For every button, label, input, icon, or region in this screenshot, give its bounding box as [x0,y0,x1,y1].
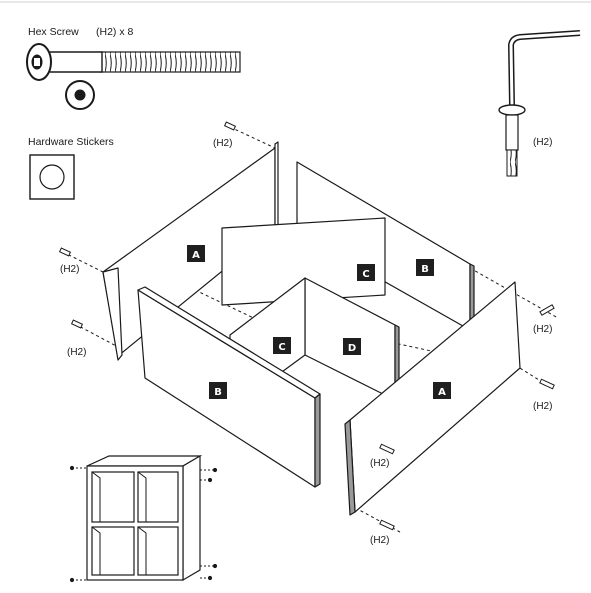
divider-center-back [221,217,386,306]
tag-divider-right: D [348,343,356,354]
panel-tags: A B C C D B A [187,245,451,399]
stickers-title: Hardware Stickers [28,136,114,148]
callout-top-left: (H2) [213,138,232,149]
vertical-screw-icon [498,104,526,177]
hex-screw-icon [26,43,241,81]
sticker-icon [29,154,75,200]
tag-center-front: C [278,342,285,353]
washer-icon [65,80,95,110]
allen-key-callout: (H2) [533,137,552,148]
tag-front-right: A [438,387,446,398]
panel-left-edge [102,267,123,361]
screw-markers [58,121,555,531]
cube-preview-icon [69,454,218,583]
callout-bottom-b: (H2) [370,535,389,546]
callout-right-a: (H2) [533,324,552,335]
allen-key-icon [507,30,581,106]
tag-back-left: A [192,250,200,261]
tag-front-left: B [214,387,222,398]
callout-mid-left-b: (H2) [67,347,86,358]
screw-title: Hex Screw [28,26,79,38]
tag-back-right: B [421,264,429,275]
callout-right-b: (H2) [533,401,552,412]
tag-center-back: C [362,269,369,280]
callout-mid-left-a: (H2) [60,264,79,275]
screw-quantity: (H2) x 8 [96,26,134,38]
callout-bottom-a: (H2) [370,458,389,469]
